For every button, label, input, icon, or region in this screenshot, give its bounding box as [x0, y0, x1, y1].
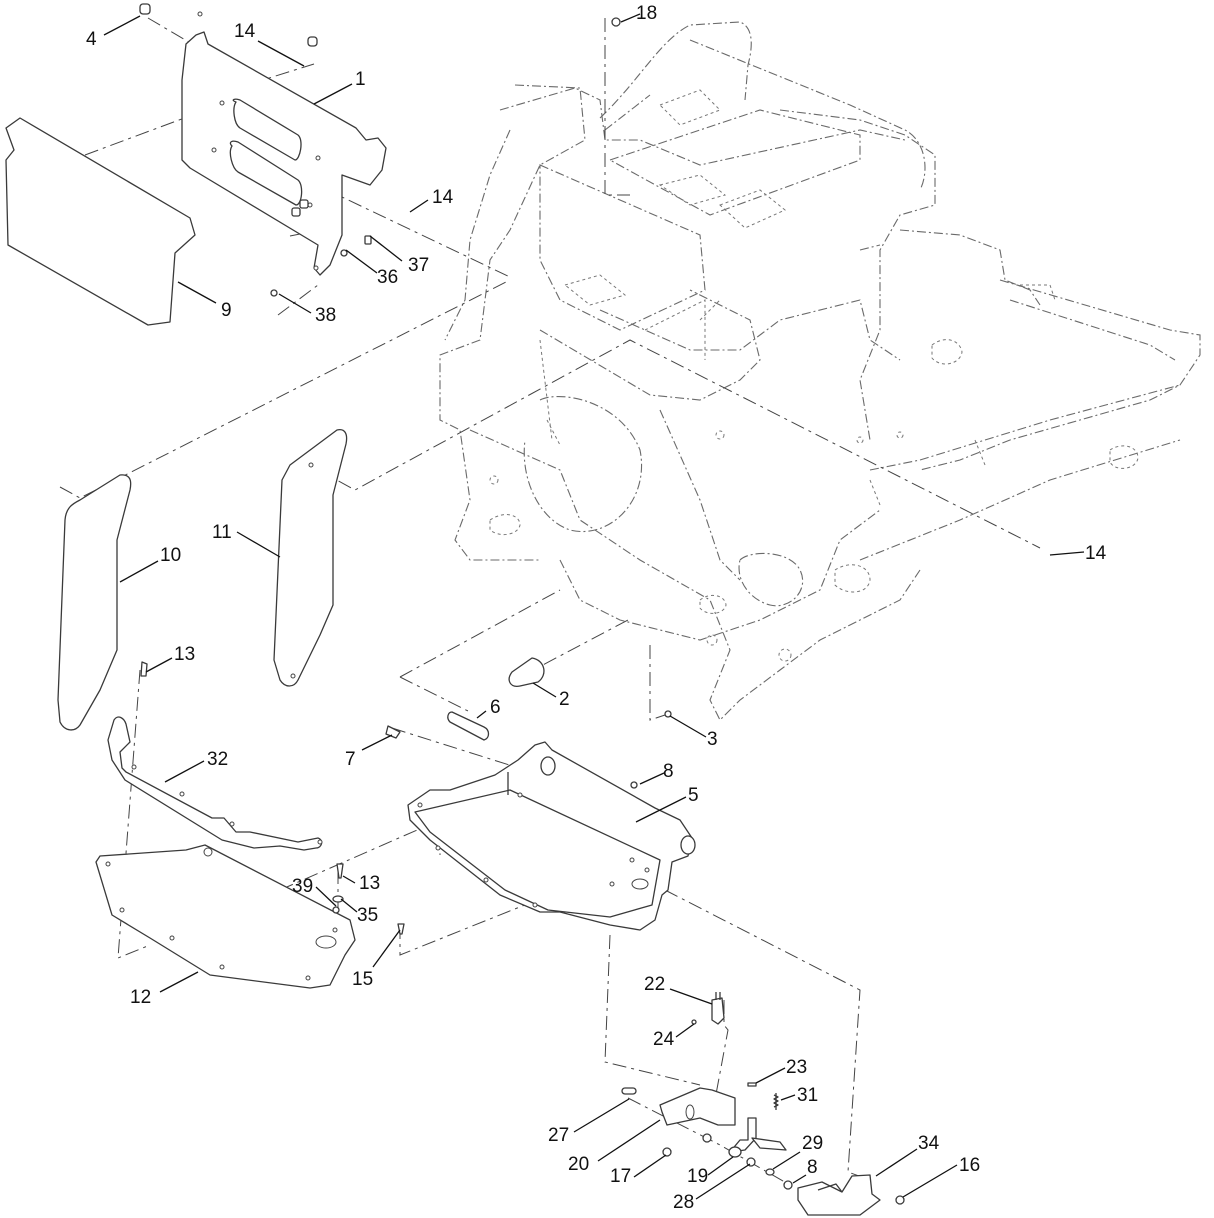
- callout-2: 2: [559, 689, 570, 710]
- callout-22: 22: [644, 974, 666, 995]
- callout-12: 12: [130, 987, 152, 1008]
- callout-8: 8: [807, 1157, 818, 1178]
- callout-20: 20: [568, 1154, 590, 1175]
- part-1-bracket-plate: [181, 11, 387, 276]
- callout-32: 32: [207, 749, 229, 770]
- part-32-support-bar: [107, 716, 323, 851]
- callout-14: 14: [1085, 543, 1107, 564]
- part-9-pad: [5, 117, 196, 326]
- leader-lines: [103, 13, 1085, 1200]
- callout-15: 15: [352, 969, 374, 990]
- callout-24: 24: [653, 1029, 675, 1050]
- small-hardware-middle: [140, 657, 672, 789]
- callout-17: 17: [610, 1166, 632, 1187]
- callout-37: 37: [408, 255, 430, 276]
- callout-14: 14: [432, 187, 454, 208]
- callout-18: 18: [636, 3, 658, 24]
- pedal-bracket-assembly: [621, 992, 905, 1216]
- callout-16: 16: [959, 1155, 981, 1176]
- callout-9: 9: [221, 300, 232, 321]
- callout-13: 13: [359, 873, 381, 894]
- callout-7: 7: [345, 749, 356, 770]
- main-frame: [439, 21, 1201, 721]
- callout-4: 4: [86, 29, 97, 50]
- part-5-footrest-frame: [407, 741, 696, 931]
- callout-10: 10: [160, 545, 182, 566]
- part-12-floor-plate: [95, 844, 356, 989]
- callout-27: 27: [548, 1125, 570, 1146]
- callout-11: 11: [212, 522, 232, 543]
- callout-6: 6: [490, 697, 501, 718]
- callout-28: 28: [673, 1192, 695, 1213]
- callout-13: 13: [174, 644, 196, 665]
- callout-29: 29: [802, 1133, 824, 1154]
- callout-31: 31: [797, 1085, 819, 1106]
- callout-1: 1: [355, 69, 366, 90]
- callout-34: 34: [918, 1133, 940, 1154]
- callout-36: 36: [377, 267, 399, 288]
- assembly-lines: [59, 17, 1041, 1186]
- callout-19: 19: [687, 1166, 709, 1187]
- part-10-side-panel: [57, 474, 132, 731]
- callout-35: 35: [357, 905, 379, 926]
- callout-23: 23: [786, 1057, 808, 1078]
- fasteners-top: [139, 3, 621, 297]
- callout-14: 14: [234, 21, 256, 42]
- callout-3: 3: [707, 729, 718, 750]
- part-11-side-panel: [273, 428, 348, 687]
- callout-8: 8: [663, 761, 674, 782]
- callout-39: 39: [292, 876, 314, 897]
- callout-38: 38: [315, 305, 337, 326]
- callout-5: 5: [688, 785, 699, 806]
